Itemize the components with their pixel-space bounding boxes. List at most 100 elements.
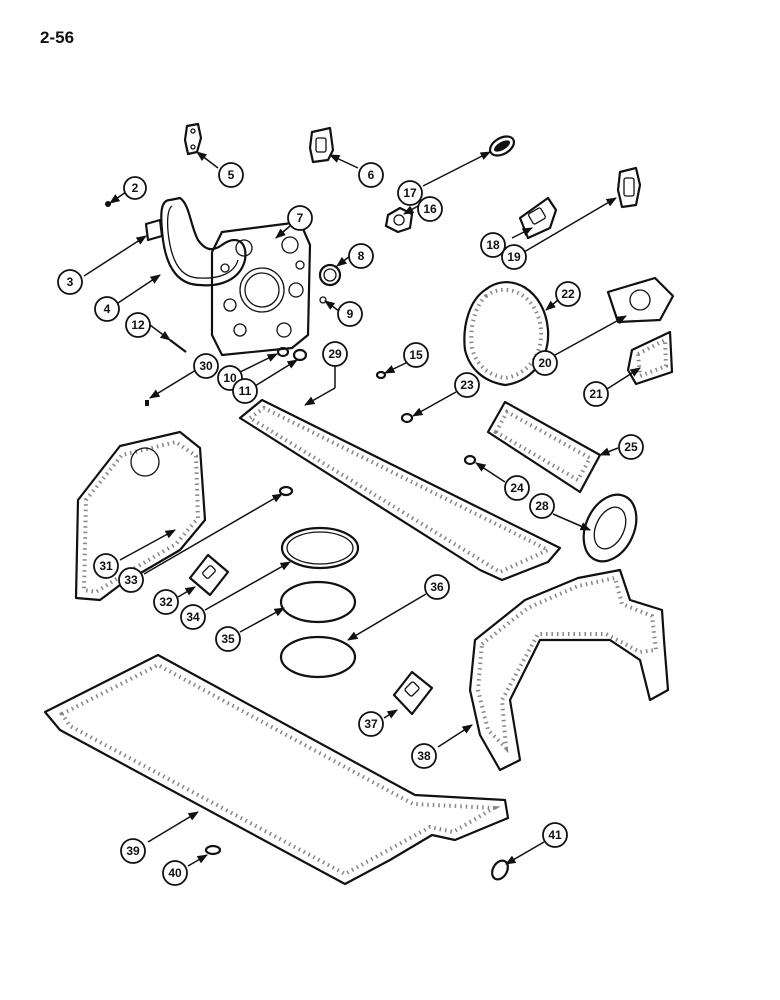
callout-label: 33 [124,573,138,587]
part-16-gasket [384,206,414,234]
callout-5: 5 [218,162,244,188]
callout-label: 8 [358,249,365,263]
callout-23: 23 [454,372,480,398]
part-12-pin [169,339,187,353]
callout-label: 24 [510,481,524,495]
callout-32: 32 [153,589,179,615]
callout-39: 39 [120,838,146,864]
part-34-ring [280,526,360,570]
callout-12: 12 [125,312,151,338]
callout-label: 35 [221,632,235,646]
callout-label: 5 [228,168,235,182]
callout-11: 11 [232,378,258,404]
callout-33: 33 [118,567,144,593]
callout-9: 9 [337,301,363,327]
part-28-gasket [582,493,638,563]
callout-label: 17 [403,186,417,200]
part-22-gasket [463,281,550,387]
callout-19: 19 [501,244,527,270]
callout-22: 22 [555,281,581,307]
callout-3: 3 [57,269,83,295]
part-24-washer [463,454,477,466]
callout-24: 24 [504,475,530,501]
callout-40: 40 [162,860,188,886]
part-31-gasket [74,430,207,602]
callout-16: 16 [417,196,443,222]
callout-label: 37 [364,717,378,731]
callouts: 5 6 17 16 2 3 4 7 8 9 12 30 10 11 29 15 … [57,162,644,886]
callout-label: 12 [131,318,145,332]
callout-label: 9 [347,307,354,321]
callout-label: 32 [159,595,173,609]
callout-label: 10 [223,371,237,385]
callout-label: 4 [104,302,111,316]
callout-label: 22 [561,287,575,301]
callout-18: 18 [480,232,506,258]
callout-28: 28 [529,493,555,519]
callout-label: 6 [368,168,375,182]
callout-36: 36 [424,574,450,600]
callout-label: 39 [126,844,140,858]
callout-label: 29 [328,347,342,361]
part-drawings [43,122,675,886]
part-23-washer [400,412,414,424]
callout-label: 15 [409,348,423,362]
callout-label: 38 [417,749,431,763]
part-6-gasket [308,126,335,164]
part-8-ring [318,263,342,287]
part-21-gasket [626,330,674,386]
callout-37: 37 [358,711,384,737]
part-10-washer [276,346,290,358]
part-33-washer [278,485,294,497]
part-2-washer [105,201,111,207]
page-number: 2-56 [40,28,75,47]
callout-15: 15 [403,342,429,368]
part-20-gasket [606,276,675,324]
callout-20: 20 [532,350,558,376]
part-30-pin [145,400,149,406]
part-3-gasket [144,218,164,242]
callout-6: 6 [358,162,384,188]
part-4-gasket [160,196,247,287]
callout-label: 31 [99,559,113,573]
callout-label: 18 [486,238,500,252]
callout-label: 21 [589,387,603,401]
callout-label: 34 [186,610,200,624]
part-36-ring [279,635,357,679]
callout-21: 21 [583,381,609,407]
part-25-gasket [486,400,602,494]
callout-8: 8 [348,243,374,269]
callout-label: 20 [538,356,552,370]
callout-41: 41 [542,822,568,848]
callout-label: 2 [132,181,139,195]
callout-30: 30 [193,353,219,379]
callout-7: 7 [287,205,313,231]
callout-label: 16 [423,202,437,216]
part-40-washer [204,844,222,856]
callout-label: 7 [297,211,304,225]
part-41-seal [491,859,509,881]
callout-2: 2 [123,176,147,200]
callout-label: 23 [460,378,474,392]
callout-label: 40 [168,866,182,880]
callout-29: 29 [322,341,348,367]
callout-17: 17 [397,180,423,206]
callout-34: 34 [180,604,206,630]
leader-lines [83,151,641,867]
part-19-gasket [616,166,642,209]
callout-label: 11 [239,384,252,398]
callout-38: 38 [411,743,437,769]
part-38-gasket [468,568,670,772]
part-29-gasket [238,398,562,582]
callout-31: 31 [93,553,119,579]
callout-label: 36 [430,580,444,594]
callout-label: 41 [548,828,562,842]
callout-label: 3 [67,275,74,289]
callout-label: 25 [624,440,638,454]
part-37-gasket [392,670,434,716]
part-15-washer [375,370,387,380]
callout-label: 19 [507,250,521,264]
callout-4: 4 [94,296,120,322]
callout-label: 30 [199,359,213,373]
